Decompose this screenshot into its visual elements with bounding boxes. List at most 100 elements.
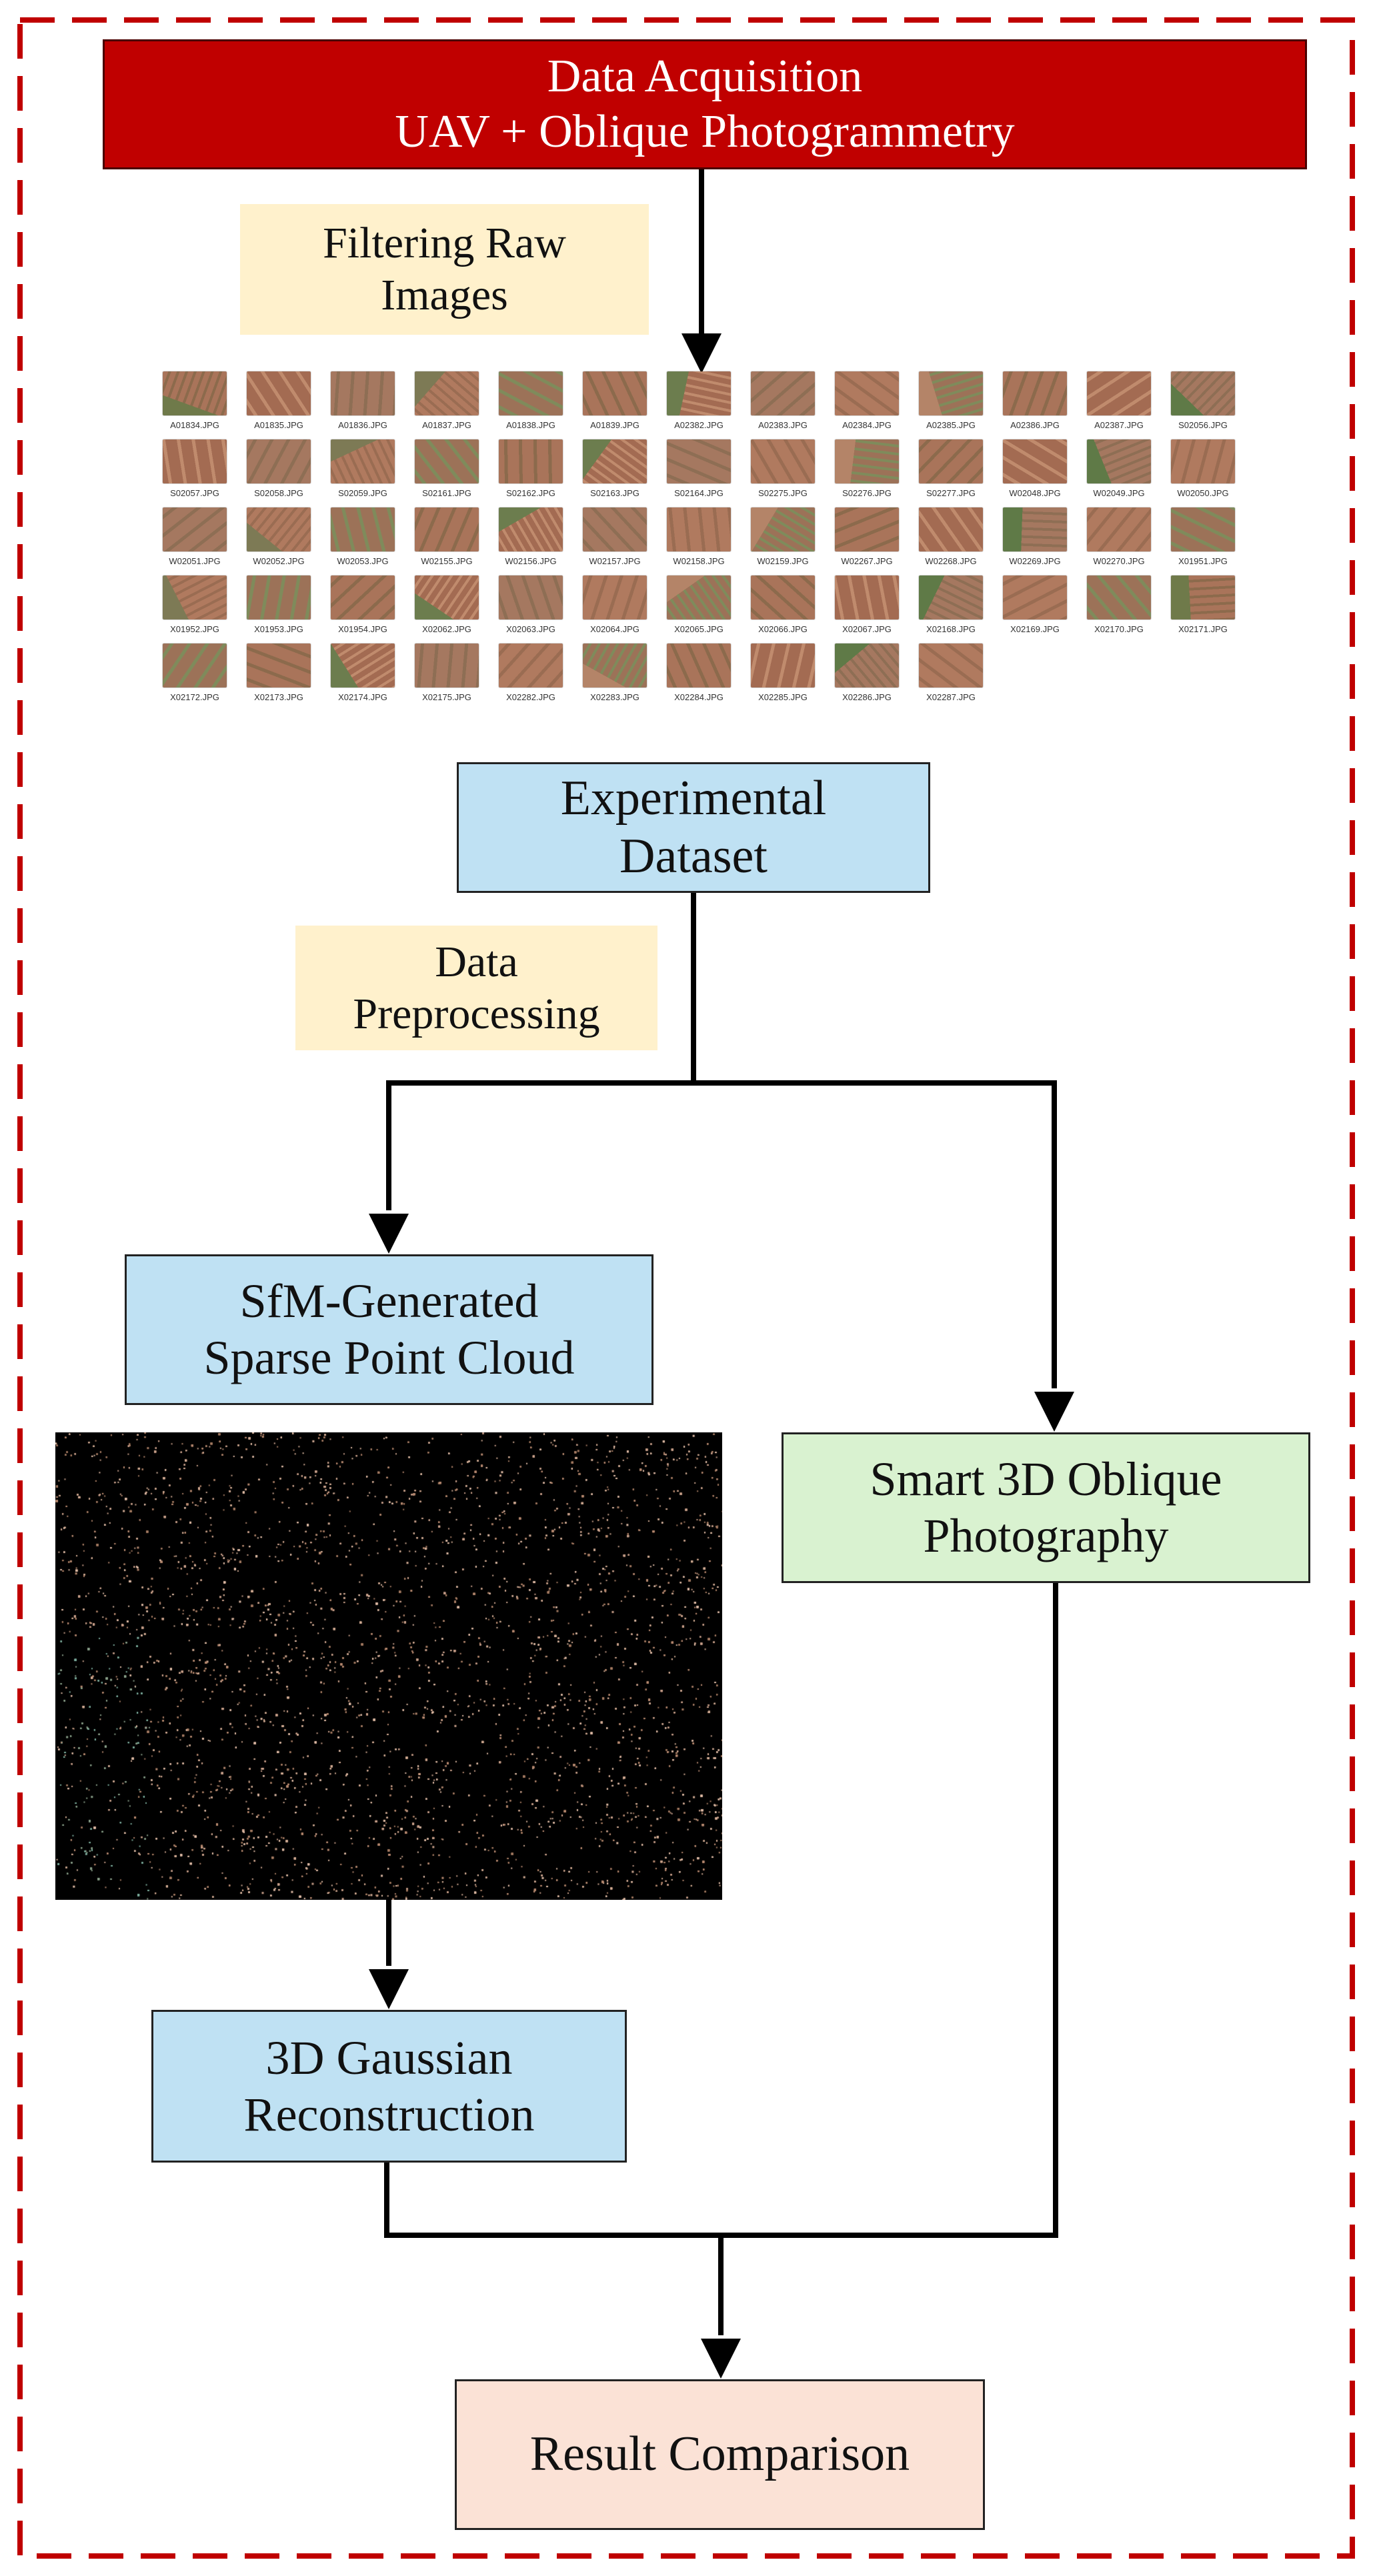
aerial-photo-icon	[331, 643, 395, 688]
aerial-photo-icon	[1171, 371, 1235, 415]
raw-image-filename: A02386.JPG	[1010, 420, 1060, 430]
aerial-photo-icon	[667, 643, 731, 688]
raw-image-filename: X02064.JPG	[590, 624, 639, 634]
raw-image-filename: X02062.JPG	[422, 624, 471, 634]
smart3d-line2: Photography	[923, 1509, 1169, 1562]
sfm-sparse-point-cloud-box: SfM-Generated Sparse Point Cloud	[125, 1254, 653, 1405]
raw-image-thumbnail: S02057.JPG	[163, 439, 227, 507]
raw-image-thumbnail: W02050.JPG	[1171, 439, 1235, 507]
dataset-line2: Dataset	[619, 829, 768, 884]
raw-image-thumbnail: A02387.JPG	[1087, 371, 1151, 439]
aerial-photo-icon	[247, 575, 311, 619]
connector-lines	[384, 169, 1058, 2335]
aerial-photo-icon	[247, 643, 311, 688]
raw-image-thumbnail: A02384.JPG	[835, 371, 899, 439]
raw-image-filename: S02163.JPG	[590, 488, 639, 498]
aerial-photo-icon	[667, 439, 731, 483]
raw-image-thumbnail: X02064.JPG	[583, 575, 647, 643]
raw-image-filename: X02063.JPG	[506, 624, 555, 634]
raw-image-thumbnail: X02067.JPG	[835, 575, 899, 643]
raw-image-filename: X02171.JPG	[1178, 624, 1228, 634]
aerial-photo-icon	[499, 371, 563, 415]
raw-image-thumbnail: S02275.JPG	[751, 439, 815, 507]
raw-image-filename: A01836.JPG	[338, 420, 387, 430]
raw-image-filename: X01954.JPG	[338, 624, 387, 634]
smart3d-line1: Smart 3D Oblique	[870, 1452, 1222, 1506]
aerial-photo-icon	[667, 371, 731, 415]
connector-split-left	[386, 1080, 694, 1210]
raw-image-filename: W02267.JPG	[841, 556, 893, 566]
sfm-line1: SfM-Generated	[239, 1274, 539, 1328]
aerial-photo-icon	[415, 507, 479, 551]
raw-image-thumbnail: A01837.JPG	[415, 371, 479, 439]
raw-image-thumbnail: S02162.JPG	[499, 439, 563, 507]
aerial-photo-icon	[583, 507, 647, 551]
arrowheads	[369, 333, 1074, 2379]
raw-image-filename: X02174.JPG	[338, 692, 387, 702]
raw-image-filename: X02282.JPG	[506, 692, 555, 702]
aerial-photo-icon	[583, 371, 647, 415]
point-cloud-canvas	[55, 1432, 722, 1900]
aerial-photo-icon	[835, 507, 899, 551]
raw-image-thumbnail: W02270.JPG	[1087, 507, 1151, 575]
raw-image-thumbnail: S02056.JPG	[1171, 371, 1235, 439]
raw-image-filename: S02057.JPG	[170, 488, 219, 498]
raw-image-filename: X01951.JPG	[1178, 556, 1228, 566]
raw-image-filename: A02387.JPG	[1094, 420, 1144, 430]
raw-image-thumbnail: X01951.JPG	[1171, 507, 1235, 575]
raw-image-filename: W02048.JPG	[1009, 488, 1061, 498]
raw-image-filename: A02383.JPG	[758, 420, 808, 430]
gaussian-reconstruction-box: 3D Gaussian Reconstruction	[151, 2010, 627, 2163]
result-label: Result Comparison	[529, 2427, 910, 2482]
raw-image-filename: S02275.JPG	[758, 488, 808, 498]
raw-image-thumbnail: W02051.JPG	[163, 507, 227, 575]
aerial-photo-icon	[1003, 439, 1067, 483]
raw-image-thumbnail: X02172.JPG	[163, 643, 227, 712]
aerial-photo-icon	[919, 643, 983, 688]
raw-image-filename: X02168.JPG	[926, 624, 976, 634]
raw-image-thumbnail: X02065.JPG	[667, 575, 731, 643]
raw-image-thumbnail: A02383.JPG	[751, 371, 815, 439]
aerial-photo-icon	[1087, 507, 1151, 551]
raw-image-thumbnail: X02283.JPG	[583, 643, 647, 712]
dataset-line1: Experimental	[560, 770, 827, 826]
preprocessing-line1: Data	[435, 937, 518, 986]
raw-image-thumbnail: W02157.JPG	[583, 507, 647, 575]
raw-image-thumbnail: A02386.JPG	[1003, 371, 1067, 439]
raw-image-thumbnail: X02285.JPG	[751, 643, 815, 712]
raw-image-thumbnail: S02164.JPG	[667, 439, 731, 507]
smart3d-oblique-photography-box: Smart 3D Oblique Photography	[782, 1432, 1310, 1583]
raw-image-thumbnail: W02155.JPG	[415, 507, 479, 575]
aerial-photo-icon	[835, 575, 899, 619]
aerial-photo-icon	[331, 507, 395, 551]
raw-image-thumbnail: W02159.JPG	[751, 507, 815, 575]
raw-image-thumbnail: X01952.JPG	[163, 575, 227, 643]
raw-image-thumbnail: S02161.JPG	[415, 439, 479, 507]
gaussian-line2: Reconstruction	[243, 2087, 535, 2141]
aerial-photo-icon	[247, 507, 311, 551]
raw-image-filename: X01952.JPG	[170, 624, 219, 634]
raw-image-filename: W02158.JPG	[673, 556, 725, 566]
aerial-photo-icon	[751, 371, 815, 415]
arrowhead-gaussian	[369, 1969, 409, 2009]
raw-image-thumbnail: X02284.JPG	[667, 643, 731, 712]
filtering-label-line2: Images	[381, 271, 508, 319]
raw-image-thumbnail: X02287.JPG	[919, 643, 983, 712]
raw-image-thumbnail: X02170.JPG	[1087, 575, 1151, 643]
aerial-photo-icon	[499, 439, 563, 483]
raw-image-thumbnail: X02168.JPG	[919, 575, 983, 643]
raw-image-thumbnail: X02173.JPG	[247, 643, 311, 712]
raw-image-filename: X02287.JPG	[926, 692, 976, 702]
raw-image-thumbnail: W02049.JPG	[1087, 439, 1151, 507]
raw-image-filename: A02385.JPG	[926, 420, 976, 430]
raw-image-thumbnail: A02382.JPG	[667, 371, 731, 439]
result-comparison-box: Result Comparison	[455, 2379, 985, 2530]
raw-image-filename: X02065.JPG	[674, 624, 724, 634]
raw-image-filename: W02157.JPG	[589, 556, 641, 566]
aerial-photo-icon	[1087, 439, 1151, 483]
aerial-photo-icon	[919, 439, 983, 483]
aerial-photo-icon	[415, 371, 479, 415]
aerial-photo-icon	[1087, 575, 1151, 619]
